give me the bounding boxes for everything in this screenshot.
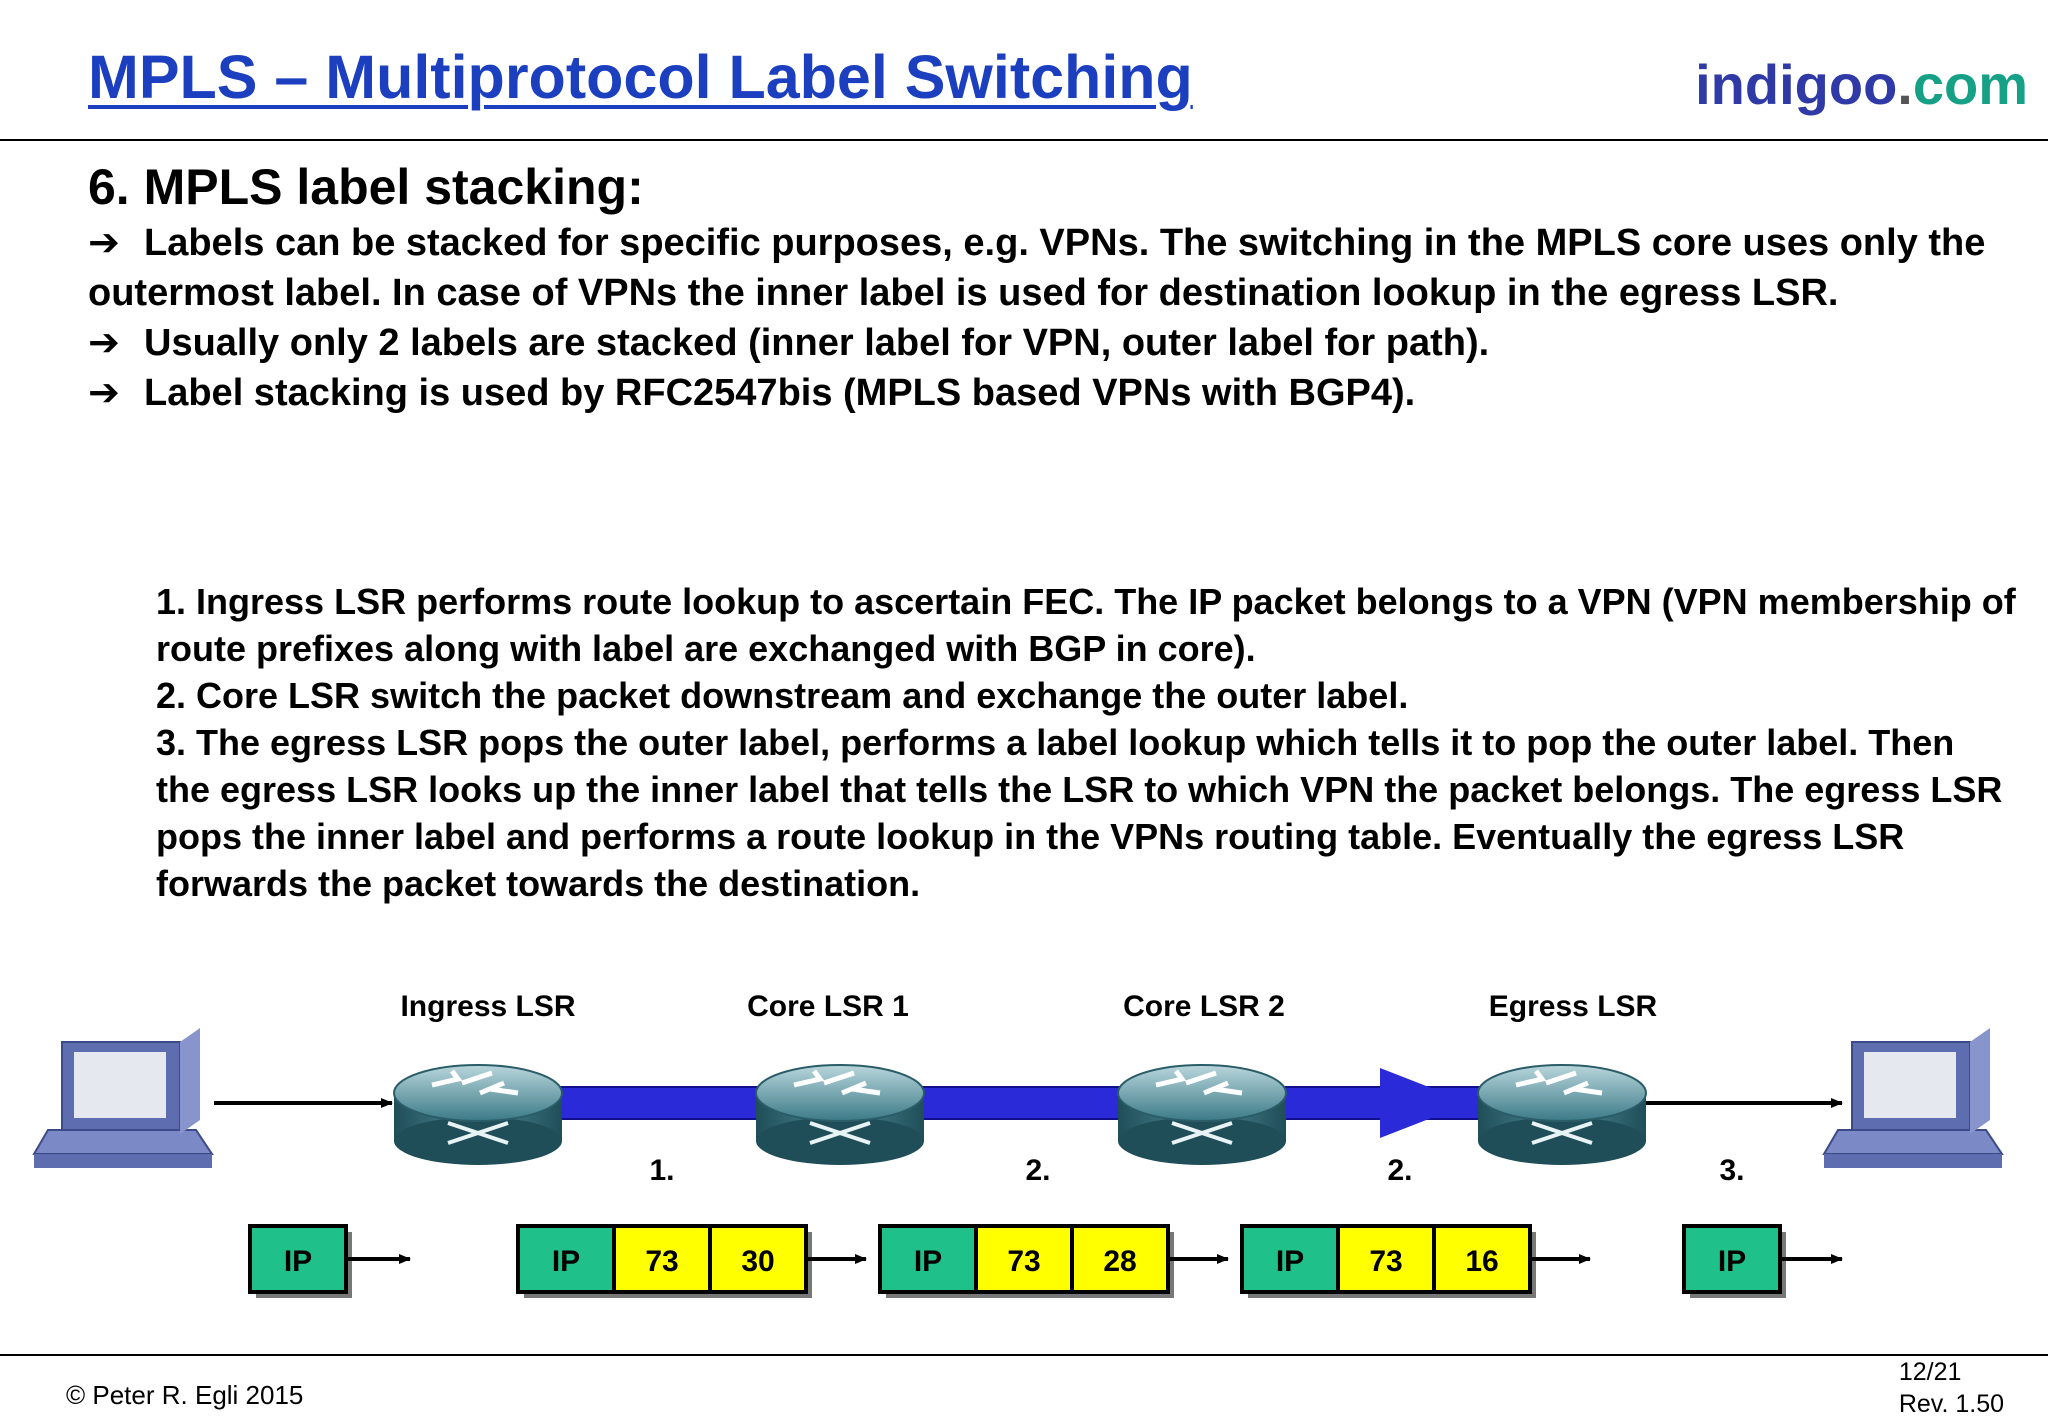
step-item: 1. Ingress LSR performs route lookup to … [156, 581, 2016, 669]
router-icon [1477, 1064, 1647, 1165]
router-label-core1: Core LSR 1 [747, 990, 909, 1023]
packet-ip-cell [248, 1224, 348, 1294]
packet-cell-text: 73 [645, 1245, 678, 1278]
packet-cell-text: IP [914, 1245, 942, 1278]
packet-1: IP 73 30 [516, 1224, 867, 1298]
step-item: 3. The egress LSR pops the outer label, … [156, 722, 2003, 904]
packet-4: IP [1682, 1224, 1843, 1298]
mpls-stacking-diagram: Ingress LSR Core LSR 1 Core LSR 2 Egress… [32, 990, 2004, 1298]
header-divider [0, 139, 2048, 141]
page-number: 12/21 [1898, 1358, 1962, 1386]
footer-divider [0, 1354, 2048, 1356]
arrow-icon: ➔ [88, 222, 120, 264]
packet-label-cell [612, 1224, 712, 1294]
packet-ip-cell [878, 1224, 978, 1294]
packet-label-cell [1432, 1224, 1532, 1294]
packet-label-cell [1070, 1224, 1170, 1294]
step-label: 2. [1025, 1154, 1050, 1187]
bullet-item: ➔ Usually only 2 labels are stacked (inne… [88, 318, 2028, 368]
packet-ip-cell [516, 1224, 616, 1294]
router-icon [1117, 1064, 1287, 1165]
packet-3: IP 73 16 [1240, 1224, 1591, 1298]
bullet-item: ➔ Label stacking is used by RFC2547bis (M… [88, 368, 2028, 418]
packet-ip-cell [1682, 1224, 1782, 1294]
brand-part1: indigoo [1695, 53, 1898, 116]
router-label-core2: Core LSR 2 [1123, 990, 1285, 1023]
packet-2: IP 73 28 [878, 1224, 1229, 1298]
packet-label-cell [708, 1224, 808, 1294]
arrow-icon: ➔ [88, 322, 120, 364]
router-icon [755, 1064, 925, 1165]
bullet-list: ➔Labels can be stacked for specific purp… [88, 218, 2028, 418]
bullet-text: Label stacking is used by RFC2547bis (MP… [144, 372, 1416, 414]
computer-icon [32, 1028, 214, 1168]
packet-cell-text: 73 [1007, 1245, 1040, 1278]
packet-ip-cell [1240, 1224, 1340, 1294]
packet-label-cell [1336, 1224, 1436, 1294]
brand-dot: . [1897, 53, 1913, 116]
arrow-icon: ➔ [88, 372, 120, 414]
packet-cell-text: 16 [1465, 1245, 1498, 1278]
step-item: 2. Core LSR switch the packet downstream… [156, 675, 1409, 716]
packet-cell-text: 28 [1103, 1245, 1136, 1278]
packet-cell-text: 30 [741, 1245, 774, 1278]
step-list: 1. Ingress LSR performs route lookup to … [156, 578, 2016, 907]
page-info: 12/21 Rev. 1.50 [1899, 1356, 2004, 1420]
packet-cell-text: IP [552, 1245, 580, 1278]
packet-0: IP [248, 1224, 411, 1298]
router-label-egress: Egress LSR [1489, 990, 1658, 1023]
packet-cell-text: IP [1718, 1245, 1746, 1278]
section-heading: 6. MPLS label stacking: [88, 159, 644, 215]
packet-cell-text: 73 [1369, 1245, 1402, 1278]
step-label: 1. [649, 1154, 674, 1187]
router-icon [393, 1064, 563, 1165]
step-label: 3. [1719, 1154, 1744, 1187]
packet-label-cell [974, 1224, 1074, 1294]
step-label: 2. [1387, 1154, 1412, 1187]
revision-label: Rev. 1.50 [1898, 1390, 2004, 1418]
computer-icon [1822, 1028, 2004, 1168]
bullet-text: Usually only 2 labels are stacked (inner… [144, 322, 1490, 364]
page-title: MPLS – Multiprotocol Label Switching [88, 43, 1193, 111]
router-label-ingress: Ingress LSR [400, 990, 575, 1023]
copyright-text: © Peter R. Egli 2015 [66, 1380, 304, 1410]
lsp-path-arrow [559, 1068, 1521, 1138]
bullet-item: ➔Labels can be stacked for specific purp… [88, 218, 2028, 318]
packet-cell-text: IP [284, 1245, 312, 1278]
packet-cell-text: IP [1276, 1245, 1304, 1278]
bullet-text: Labels can be stacked for specific purpo… [88, 222, 1986, 314]
brand-logo: indigoo.com [1695, 52, 2028, 117]
brand-part2: com [1912, 53, 2028, 116]
